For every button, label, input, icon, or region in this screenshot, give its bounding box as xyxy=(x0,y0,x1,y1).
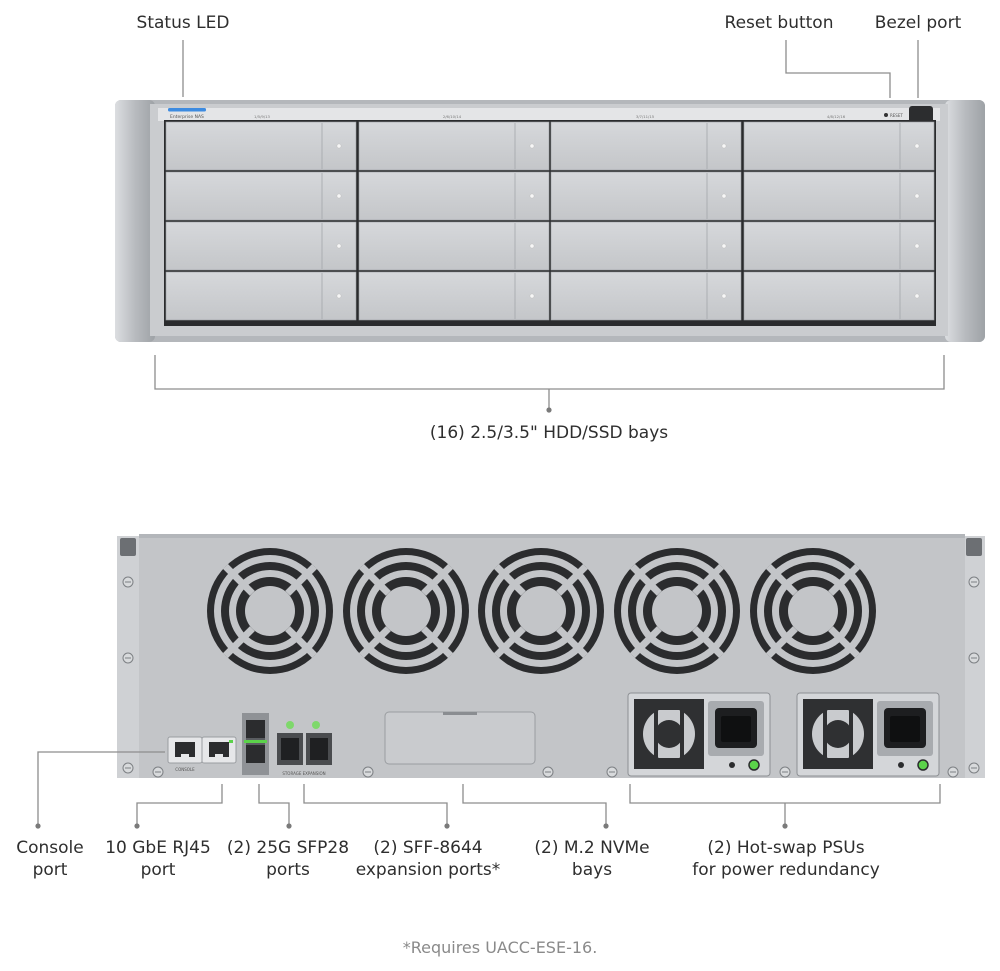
fan-4 xyxy=(614,548,740,674)
storage-expansion-text: STORAGE EXPANSION xyxy=(282,771,325,776)
drive-bay-led xyxy=(721,193,727,199)
psu-bracket xyxy=(629,784,941,826)
leader-lines xyxy=(37,40,945,826)
console-port[interactable] xyxy=(167,736,203,764)
psu-status-led xyxy=(748,759,760,771)
drive-bays-label: (16) 2.5/3.5" HDD/SSD bays xyxy=(429,423,669,443)
m2-nvme-cover[interactable] xyxy=(384,711,536,765)
sfp28-cage[interactable] xyxy=(242,713,269,775)
psu-label: (2) Hot-swap PSUs for power redundancy xyxy=(692,838,880,880)
front-group-label-1: 1/5/9/13 xyxy=(254,114,271,119)
drive-bay-7[interactable] xyxy=(358,221,550,271)
reset-button[interactable] xyxy=(884,113,888,117)
drive-bay-11[interactable] xyxy=(550,221,742,271)
drive-bay-led xyxy=(529,143,535,149)
drive-bay-led xyxy=(336,193,342,199)
sff-leader xyxy=(303,784,448,826)
rj45-port-label: 10 GbE RJ45 port xyxy=(105,838,211,880)
sfp28-ports-label: (2) 25G SFP28 ports xyxy=(226,838,350,880)
drive-bay-led xyxy=(914,193,920,199)
reset-leader xyxy=(785,40,891,98)
drive-bay-led xyxy=(336,293,342,299)
drive-bay-12[interactable] xyxy=(550,271,742,321)
drive-bay-led xyxy=(336,143,342,149)
drive-bays xyxy=(165,121,935,321)
bays-bracket xyxy=(154,355,945,410)
drive-bay-13[interactable] xyxy=(743,121,935,171)
rj45-leader xyxy=(136,784,223,826)
drive-bay-1[interactable] xyxy=(165,121,357,171)
status-led xyxy=(168,108,206,112)
bezel-port[interactable] xyxy=(909,106,933,123)
drive-bay-8[interactable] xyxy=(358,271,550,321)
psu-status-led xyxy=(917,759,929,771)
drive-bay-led xyxy=(914,143,920,149)
drive-bay-led xyxy=(721,143,727,149)
console-port-label: Console port xyxy=(16,838,84,880)
m2-nvme-label: (2) M.2 NVMe bays xyxy=(534,838,650,880)
drive-bay-led xyxy=(721,293,727,299)
psu-1[interactable] xyxy=(627,692,771,777)
drive-bay-5[interactable] xyxy=(358,121,550,171)
drive-bay-4[interactable] xyxy=(165,271,357,321)
rj45-port[interactable] xyxy=(201,736,237,764)
bezel-port-label: Bezel port xyxy=(874,13,962,33)
drive-bay-led xyxy=(914,293,920,299)
right-rack-ear xyxy=(945,100,985,342)
sff-8644-label: (2) SFF-8644 expansion ports* xyxy=(355,838,501,880)
leader-dots xyxy=(35,407,788,829)
status-led-label: Status LED xyxy=(136,13,230,33)
drive-bay-9[interactable] xyxy=(550,121,742,171)
sfp28-leader xyxy=(258,784,290,826)
front-brand-text: Enterprise NAS xyxy=(170,114,204,120)
footnote: *Requires UACC-ESE-16. xyxy=(402,938,598,957)
drive-bay-led xyxy=(721,243,727,249)
drive-bay-led xyxy=(914,243,920,249)
drive-bay-led xyxy=(529,193,535,199)
drive-bay-14[interactable] xyxy=(743,171,935,221)
fan-1 xyxy=(207,548,333,674)
rear-fans xyxy=(207,548,876,674)
drive-bay-led xyxy=(529,293,535,299)
front-group-label-4: 4/8/12/16 xyxy=(827,114,846,119)
drive-bay-led xyxy=(336,243,342,249)
drive-bay-2[interactable] xyxy=(165,171,357,221)
psu-bays xyxy=(627,692,940,777)
left-rack-ear xyxy=(115,100,155,342)
rear-screws xyxy=(122,576,980,778)
drive-bay-3[interactable] xyxy=(165,221,357,271)
fan-2 xyxy=(343,548,469,674)
fan-5 xyxy=(750,548,876,674)
drive-bay-led xyxy=(529,243,535,249)
drive-bay-6[interactable] xyxy=(358,171,550,221)
front-group-label-3: 3/7/11/15 xyxy=(636,114,655,119)
fan-3 xyxy=(478,548,604,674)
nvme-leader xyxy=(462,784,607,826)
psu-2[interactable] xyxy=(796,692,940,777)
drive-bay-16[interactable] xyxy=(743,271,935,321)
reset-text: RESET xyxy=(890,113,903,118)
console-leader xyxy=(37,751,165,826)
drive-bay-15[interactable] xyxy=(743,221,935,271)
console-port-text: CONSOLE xyxy=(175,767,195,772)
sff-8644-ports[interactable] xyxy=(277,721,332,765)
reset-button-label: Reset button xyxy=(724,13,834,33)
front-group-label-2: 2/6/10/14 xyxy=(443,114,462,119)
drive-bay-10[interactable] xyxy=(550,171,742,221)
